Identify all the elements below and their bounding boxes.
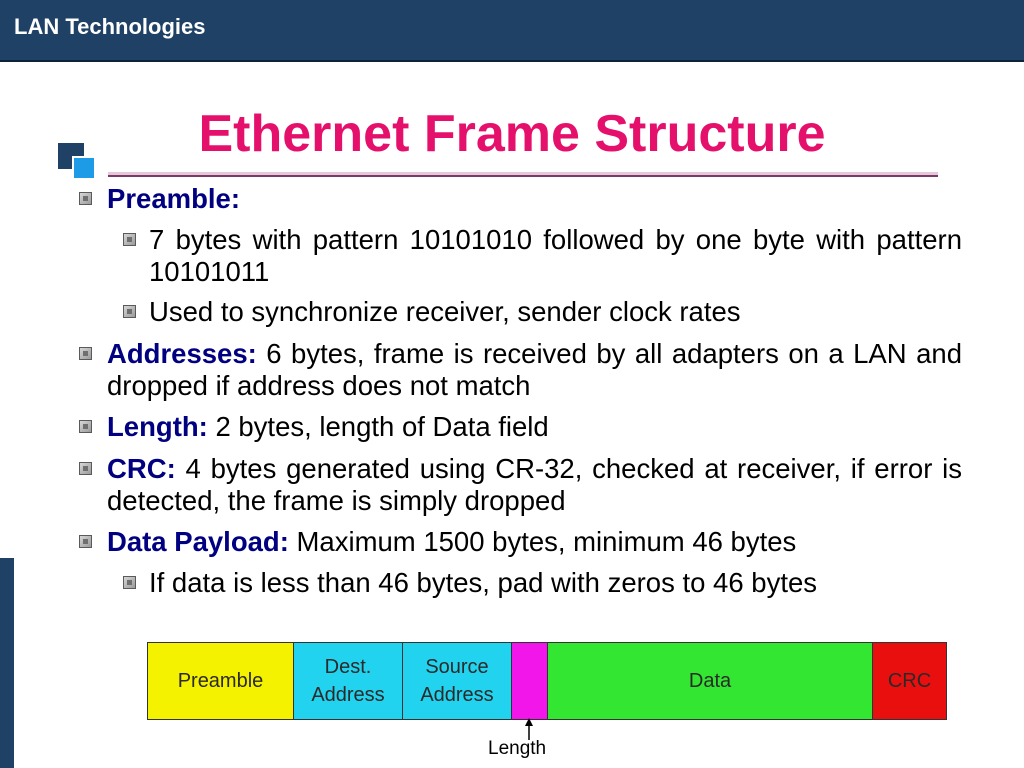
field-preamble: Preamble [148, 643, 294, 719]
sub-bullet-icon [123, 576, 136, 589]
bullet-icon [79, 462, 92, 475]
bullet-item-preamble: Preamble: [107, 183, 962, 215]
bullet-label: Length: [107, 411, 208, 442]
bullet-item-addresses: Addresses: 6 bytes, frame is received by… [107, 338, 962, 402]
bullet-text: Maximum 1500 bytes, minimum 46 bytes [288, 526, 797, 557]
bullet-item-data-payload: Data Payload: Maximum 1500 bytes, minimu… [107, 526, 962, 558]
bullet-text: 7 bytes with pattern 10101010 followed b… [149, 224, 962, 287]
bullet-label: Data Payload: [107, 526, 289, 557]
bullet-text: If data is less than 46 bytes, pad with … [149, 567, 818, 598]
bullet-icon [79, 192, 92, 205]
bullet-icon [79, 535, 92, 548]
bullet-label: Preamble: [107, 183, 240, 214]
bullet-text: 6 bytes, frame is received by all adapte… [107, 338, 962, 401]
bullet-text: 4 bytes generated using CR-32, checked a… [107, 453, 962, 516]
bullet-label: CRC: [107, 453, 176, 484]
length-label: Length [488, 738, 547, 759]
header-title: LAN Technologies [14, 14, 206, 39]
bullet-item-length: Length: 2 bytes, length of Data field [107, 411, 962, 443]
slide-title: Ethernet Frame Structure [198, 105, 826, 163]
field-dest-address: Dest. Address [294, 643, 403, 719]
logo-square-light [72, 156, 96, 180]
bullet-icon [79, 347, 92, 360]
field-crc: CRC [873, 643, 946, 719]
sub-bullet-icon [123, 233, 136, 246]
sub-item-sync: Used to synchronize receiver, sender clo… [149, 296, 962, 328]
field-length [512, 643, 548, 719]
field-data: Data [548, 643, 873, 719]
length-arrow-icon [525, 718, 533, 740]
side-accent-bar [0, 558, 14, 768]
sub-item-padding: If data is less than 46 bytes, pad with … [149, 567, 962, 599]
frame-diagram: Preamble Dest. Address Source Address Da… [147, 642, 947, 720]
sub-item-pattern: 7 bytes with pattern 10101010 followed b… [149, 224, 962, 288]
field-source-address: Source Address [403, 643, 512, 719]
bullet-item-crc: CRC: 4 bytes generated using CR-32, chec… [107, 453, 962, 517]
header-bar: LAN Technologies [0, 0, 1024, 62]
title-underline [108, 172, 938, 177]
bullet-text: Used to synchronize receiver, sender clo… [149, 296, 741, 327]
bullet-icon [79, 420, 92, 433]
bullet-text: 2 bytes, length of Data field [207, 411, 549, 442]
bullet-label: Addresses: [107, 338, 257, 369]
sub-bullet-icon [123, 305, 136, 318]
